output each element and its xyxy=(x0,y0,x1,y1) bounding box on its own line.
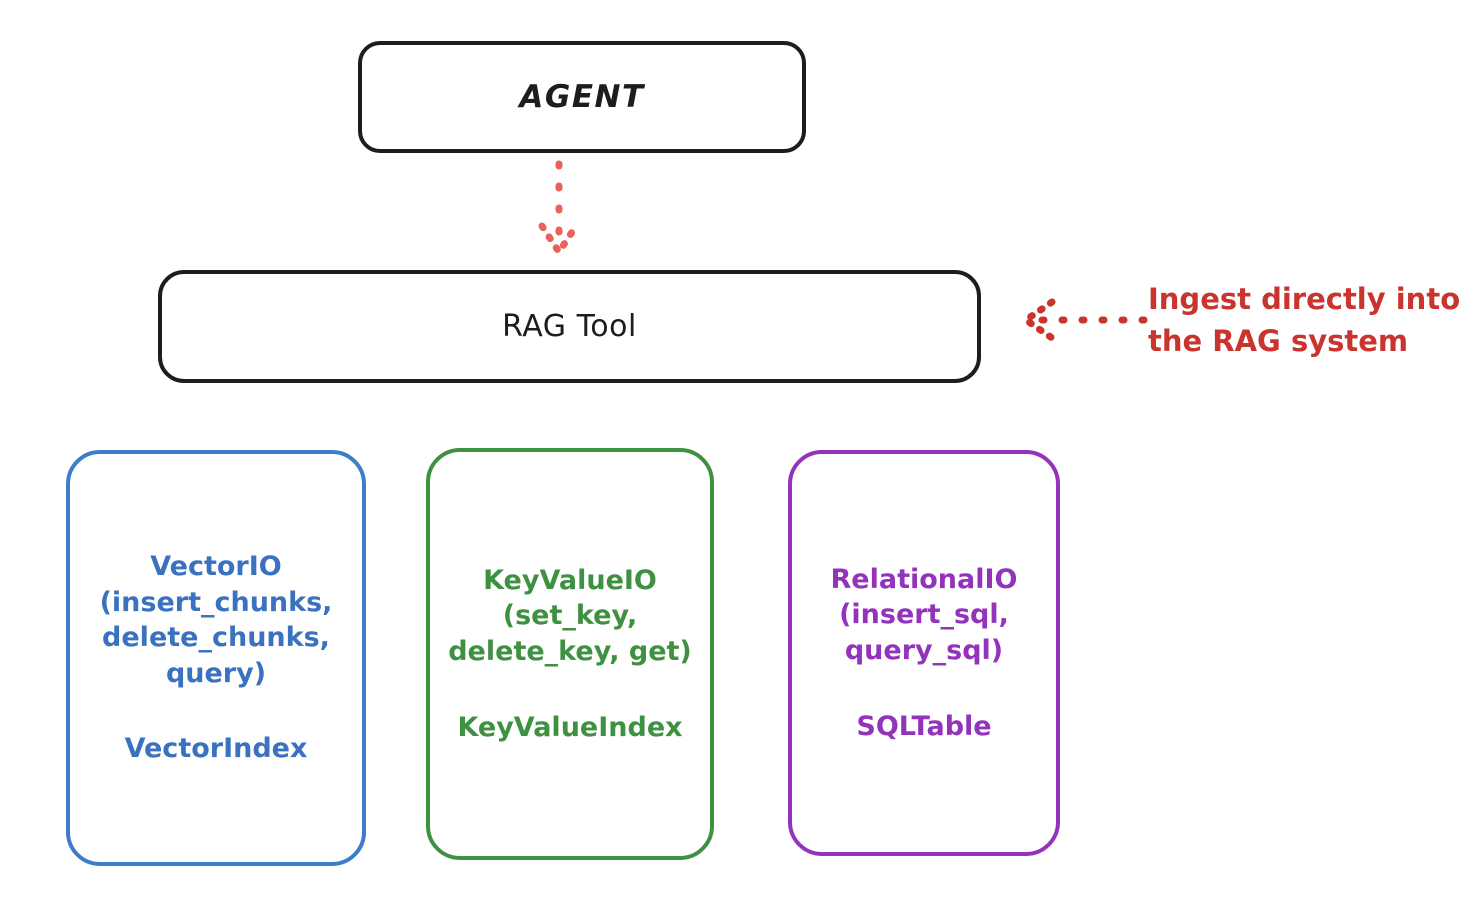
node-relational-io-api-label: RelationalIO (insert_sql, query_sql) xyxy=(830,563,1018,666)
annotation-ingest: Ingest directly into the RAG system xyxy=(1148,282,1461,359)
connector-ingest-arrow xyxy=(1018,296,1148,344)
node-vector-io-api-label: VectorIO (insert_chunks, delete_chunks, … xyxy=(99,550,333,689)
node-vector-index-label: VectorIndex xyxy=(124,733,308,765)
node-vector-io[interactable]: VectorIO (insert_chunks, delete_chunks, … xyxy=(66,450,366,866)
node-rag-tool[interactable]: RAG Tool xyxy=(158,270,981,383)
dotted-arrow-down-icon xyxy=(538,160,580,256)
node-rag-tool-label: RAG Tool xyxy=(502,309,637,344)
node-sql-table-label: SQLTable xyxy=(856,710,992,742)
connector-agent-to-rag-tool xyxy=(500,160,620,270)
dotted-arrow-left-icon xyxy=(1022,298,1148,342)
node-key-value-index-label: KeyValueIndex xyxy=(457,711,683,743)
node-key-value-io-api-label: KeyValueIO (set_key, delete_key, get) xyxy=(448,564,692,667)
node-agent-label: AGENT xyxy=(519,79,645,115)
node-agent[interactable]: AGENT xyxy=(358,41,806,153)
node-relational-io[interactable]: RelationalIO (insert_sql, query_sql) SQL… xyxy=(788,450,1060,856)
node-key-value-io[interactable]: KeyValueIO (set_key, delete_key, get) Ke… xyxy=(426,448,714,860)
